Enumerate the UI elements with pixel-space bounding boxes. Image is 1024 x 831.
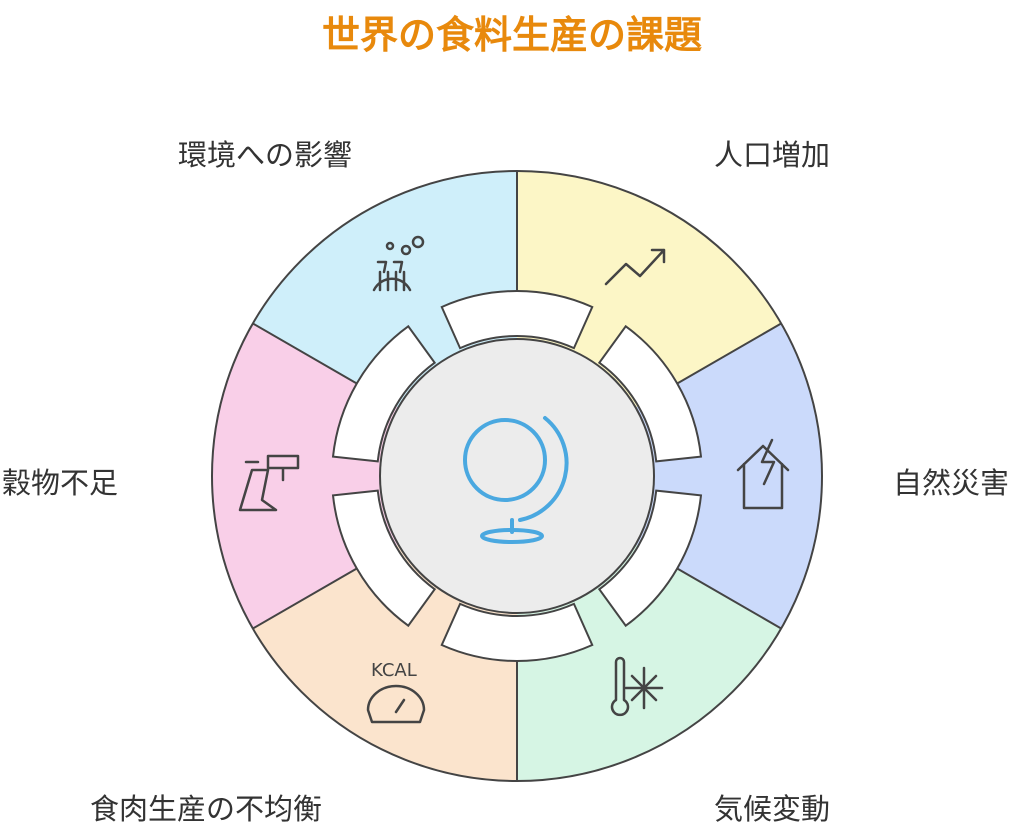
diagram-title: 世界の食料生産の課題 (321, 13, 702, 57)
globe-icon (463, 416, 569, 544)
house-bolt (736, 438, 790, 510)
house-lightning-icon (736, 438, 790, 510)
label-population-growth: 人口増加 (714, 138, 831, 172)
globe-stand-arc (518, 416, 569, 522)
label-environmental-impact: 環境への影響 (178, 138, 353, 172)
label-meat-imbalance: 食肉生産の不均衡 (90, 792, 323, 826)
ring-segment (331, 489, 437, 628)
sector-divider (252, 567, 358, 630)
trend-line (604, 248, 666, 286)
globe-sphere (463, 418, 547, 502)
harvester (238, 454, 300, 512)
label-climate-change: 気候変動 (714, 792, 831, 826)
smoke (411, 235, 425, 249)
ring-segment (331, 324, 437, 463)
thermometer-snowflake-icon (610, 656, 664, 717)
sector-divider (676, 567, 782, 630)
kcal-text: KCAL (371, 660, 417, 681)
sector-divider (676, 322, 782, 385)
label-grain-shortage: 穀物不足 (2, 466, 119, 500)
scale (366, 684, 426, 724)
sector-divider (252, 322, 358, 385)
ring-segment (440, 290, 594, 350)
factory (372, 260, 412, 292)
ring-segment (440, 602, 594, 662)
harvester-icon (238, 454, 300, 512)
thermo-snow (610, 656, 664, 717)
smoke (385, 241, 395, 251)
label-natural-disasters: 自然災害 (893, 466, 1010, 500)
smoke (400, 244, 412, 256)
kcal-scale-icon: KCAL (366, 660, 426, 724)
factory-smoke-icon (372, 235, 425, 292)
center-circle (379, 338, 655, 614)
sector-5 (211, 323, 517, 629)
globe-base (480, 528, 544, 544)
ring-segment (597, 324, 703, 463)
trend-up-icon (604, 248, 666, 286)
sector-2 (517, 323, 822, 629)
ring-segment (597, 489, 703, 628)
